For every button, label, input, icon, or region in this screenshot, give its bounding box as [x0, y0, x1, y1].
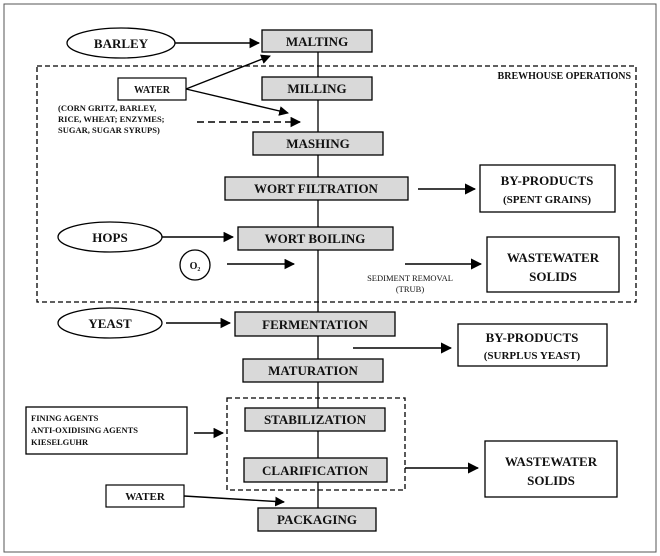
- input-barley-label: BARLEY: [94, 36, 149, 51]
- step-clarification-label: CLARIFICATION: [262, 463, 369, 478]
- input-yeast-label: YEAST: [88, 316, 132, 331]
- step-packaging-label: PACKAGING: [277, 512, 357, 527]
- input-barley: BARLEY: [66, 27, 176, 59]
- byproducts-spent-line-2: (SPENT GRAINS): [503, 194, 591, 206]
- step-packaging: PACKAGING: [257, 507, 377, 532]
- input-water-bottom: WATER: [105, 484, 185, 508]
- sediment-removal-label: SEDIMENT REMOVAL (TRUB): [367, 273, 453, 294]
- step-milling-label: MILLING: [287, 81, 346, 96]
- output-wastewater-2: WASTEWATER SOLIDS: [484, 440, 618, 498]
- byproducts-spent-line-1: BY-PRODUCTS: [501, 173, 594, 188]
- adjuncts-line-1: (CORN GRITZ, BARLEY,: [58, 103, 156, 113]
- output-byproducts-spent: BY-PRODUCTS (SPENT GRAINS): [479, 164, 616, 213]
- brewhouse-label: BREWHOUSE OPERATIONS: [498, 71, 632, 82]
- step-malting: MALTING: [261, 29, 373, 53]
- output-byproducts-yeast: BY-PRODUCTS (SURPLUS YEAST): [457, 323, 608, 367]
- step-fermentation-label: FERMENTATION: [262, 317, 368, 332]
- input-hops: HOPS: [57, 221, 163, 253]
- outer-frame: [3, 3, 657, 553]
- wastewater-2-line-2: SOLIDS: [527, 473, 575, 488]
- step-stabilization-label: STABILIZATION: [264, 412, 367, 427]
- wastewater-1-line-2: SOLIDS: [529, 269, 577, 284]
- step-clarification: CLARIFICATION: [243, 457, 388, 483]
- arrow-water-mashing: [185, 88, 289, 116]
- fining-line-1: FINING AGENTS: [31, 413, 99, 423]
- fining-line-3: KIESELGUHR: [31, 437, 89, 447]
- input-adjuncts: (CORN GRITZ, BARLEY, RICE, WHEAT; ENZYME…: [58, 103, 165, 135]
- step-wort-filtration: WORT FILTRATION: [224, 176, 409, 201]
- input-water-top-label: WATER: [134, 85, 171, 96]
- fining-line-2: ANTI-OXIDISING AGENTS: [31, 425, 138, 435]
- input-water-bottom-label: WATER: [125, 491, 166, 503]
- wastewater-2-line-1: WASTEWATER: [505, 454, 598, 469]
- sediment-line-1: SEDIMENT REMOVAL: [367, 273, 453, 283]
- brewhouse-region: [36, 65, 637, 303]
- step-wort-boiling: WORT BOILING: [237, 226, 394, 251]
- arrow-water-malting: [185, 54, 271, 90]
- output-wastewater-1: WASTEWATER SOLIDS: [486, 236, 620, 293]
- input-hops-label: HOPS: [92, 230, 127, 245]
- sediment-line-2: (TRUB): [396, 284, 425, 294]
- step-stabilization: STABILIZATION: [244, 407, 386, 432]
- input-fining-agents: FINING AGENTS ANTI-OXIDISING AGENTS KIES…: [25, 406, 188, 455]
- step-fermentation: FERMENTATION: [234, 311, 396, 337]
- step-maturation: MATURATION: [242, 358, 384, 383]
- input-yeast: YEAST: [57, 307, 163, 339]
- input-oxygen: O₂: [179, 249, 211, 281]
- arrow-water-packaging: [183, 495, 285, 507]
- wastewater-1-line-1: WASTEWATER: [507, 250, 600, 265]
- step-mashing-label: MASHING: [286, 136, 350, 151]
- byproducts-yeast-line-2: (SURPLUS YEAST): [484, 350, 581, 362]
- byproducts-yeast-line-1: BY-PRODUCTS: [486, 330, 579, 345]
- step-maturation-label: MATURATION: [268, 363, 358, 378]
- input-water-top: WATER: [117, 77, 187, 101]
- step-malting-label: MALTING: [286, 34, 348, 49]
- step-wort-boiling-label: WORT BOILING: [265, 231, 366, 246]
- step-milling: MILLING: [261, 76, 373, 101]
- input-oxygen-label: O₂: [190, 261, 201, 272]
- step-mashing: MASHING: [252, 131, 384, 156]
- step-wort-filtration-label: WORT FILTRATION: [254, 181, 379, 196]
- stabilization-region: [226, 397, 406, 491]
- adjuncts-line-2: RICE, WHEAT; ENZYMES;: [58, 114, 165, 124]
- adjuncts-line-3: SUGAR, SUGAR SYRUPS): [58, 125, 160, 135]
